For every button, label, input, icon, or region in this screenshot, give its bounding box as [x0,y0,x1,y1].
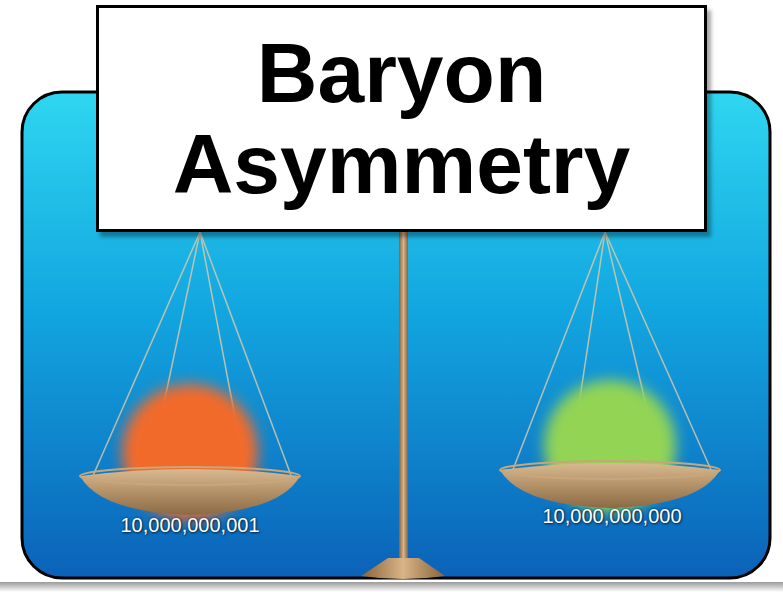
bottom-shadow [0,582,783,592]
count-label: 10,000,000,000 [542,505,681,528]
right-pan [500,463,720,508]
left-pan [80,469,300,515]
count-label: 10,000,000,001 [120,514,259,537]
scale-pole [399,232,408,562]
scale-base [361,558,445,579]
title-box: Baryon Asymmetry [96,5,707,232]
title: Baryon Asymmetry [132,28,672,209]
left-pan-rim [80,467,300,485]
right-pan-rim [500,461,720,479]
